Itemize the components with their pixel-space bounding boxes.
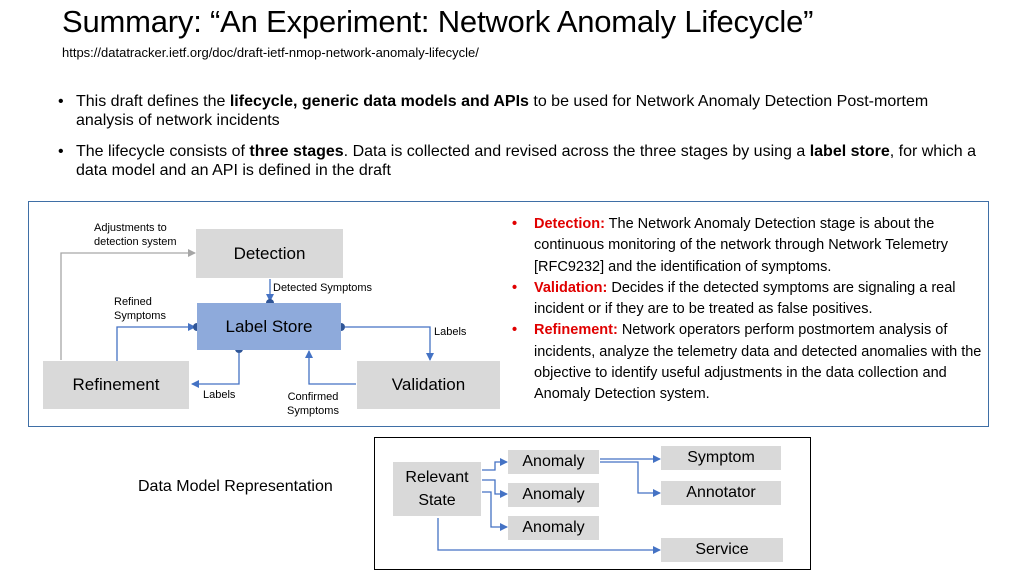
refined-symptoms-arrow bbox=[116, 323, 196, 362]
slide-title: Summary: “An Experiment: Network Anomaly… bbox=[62, 4, 814, 39]
red-bullet-icon: • bbox=[512, 279, 518, 296]
stage-descriptions: • Detection: The Network Anomaly Detectio… bbox=[512, 214, 982, 406]
labels-bottom-label: Labels bbox=[203, 389, 236, 401]
bullet-text: The lifecycle consists of bbox=[76, 143, 250, 160]
description-term: Refinement: bbox=[534, 322, 618, 339]
description-text: Network operators perform postmortem ana… bbox=[534, 322, 982, 403]
refined-symptoms-label: Refined Symptoms bbox=[114, 296, 166, 322]
state-to-anomaly1 bbox=[482, 458, 508, 471]
labels-to-refinement-arrow bbox=[191, 353, 240, 388]
annotator-box: Annotator bbox=[661, 481, 781, 505]
service-label: Service bbox=[695, 541, 749, 558]
bullet-text: . Data is collected and revised across t… bbox=[343, 143, 810, 160]
summary-bullets: This draft defines the lifecycle, generi… bbox=[58, 92, 988, 192]
bullet-item: This draft defines the lifecycle, generi… bbox=[58, 92, 988, 130]
description-text: The Network Anomaly Detection stage is a… bbox=[534, 216, 949, 275]
detection-label: Detection bbox=[233, 243, 306, 263]
anomaly-to-annotator bbox=[600, 461, 661, 497]
refinement-label: Refinement bbox=[72, 375, 160, 394]
bullet-item: The lifecycle consists of three stages. … bbox=[58, 142, 988, 180]
bullet-bold: lifecycle, generic data models and APIs bbox=[229, 93, 529, 110]
detection-box: Detection bbox=[196, 229, 343, 278]
relevant-state-label: Relevant State bbox=[405, 469, 469, 509]
description-refinement: • Refinement: Network operators perform p… bbox=[512, 320, 982, 405]
adjustments-arrow bbox=[60, 249, 196, 360]
anomaly-label: Anomaly bbox=[522, 486, 585, 503]
service-box: Service bbox=[661, 538, 783, 562]
validation-box: Validation bbox=[357, 361, 500, 409]
description-term: Validation: bbox=[534, 279, 608, 296]
bullet-text: This draft defines the bbox=[76, 93, 230, 110]
label-store-label: Label Store bbox=[225, 316, 313, 336]
description-term: Detection: bbox=[534, 216, 605, 232]
bullet-bold: label store bbox=[809, 143, 890, 160]
confirmed-symptoms-label: Confirmed Symptoms bbox=[287, 391, 339, 417]
bullet-bold: three stages bbox=[249, 143, 344, 160]
description-detection: • Detection: The Network Anomaly Detectio… bbox=[512, 214, 982, 278]
state-to-anomaly2 bbox=[482, 479, 508, 498]
confirmed-symptoms-arrow bbox=[305, 350, 356, 385]
draft-url[interactable]: https://datatracker.ietf.org/doc/draft-i… bbox=[62, 45, 479, 60]
symptom-box: Symptom bbox=[661, 446, 781, 470]
description-text: Decides if the detected symptoms are sig… bbox=[534, 279, 956, 318]
data-model-caption: Data Model Representation bbox=[138, 478, 333, 495]
lifecycle-panel bbox=[28, 201, 989, 427]
refinement-box: Refinement bbox=[43, 361, 189, 409]
relevant-state-box: Relevant State bbox=[393, 462, 481, 516]
annotator-label: Annotator bbox=[686, 484, 756, 501]
anomaly-label: Anomaly bbox=[522, 519, 585, 536]
bullet-text: to be used for Network Anomaly Detection… bbox=[76, 93, 929, 129]
labels-right-label: Labels bbox=[434, 326, 467, 338]
anomaly-box-2: Anomaly bbox=[508, 483, 599, 507]
description-validation: • Validation: Decides if the detected sym… bbox=[512, 278, 982, 321]
red-bullet-icon: • bbox=[512, 322, 518, 339]
validation-label: Validation bbox=[391, 375, 466, 394]
red-bullet-icon: • bbox=[512, 216, 518, 232]
anomaly-box-3: Anomaly bbox=[508, 516, 599, 540]
bullet-text: , for which a data model and an API is d… bbox=[76, 143, 976, 179]
label-store-box: Label Store bbox=[197, 303, 341, 350]
adjustments-label: Adjustments to detection system bbox=[94, 222, 177, 248]
detected-symptoms-label: Detected Symptoms bbox=[273, 282, 373, 294]
symptom-label: Symptom bbox=[687, 449, 755, 466]
data-model-panel bbox=[374, 437, 811, 570]
anomaly-box-1: Anomaly bbox=[508, 450, 599, 474]
state-to-anomaly3 bbox=[482, 491, 508, 531]
labels-to-validation-arrow bbox=[345, 326, 434, 361]
state-to-service bbox=[437, 518, 661, 554]
anomaly-label: Anomaly bbox=[522, 453, 585, 470]
